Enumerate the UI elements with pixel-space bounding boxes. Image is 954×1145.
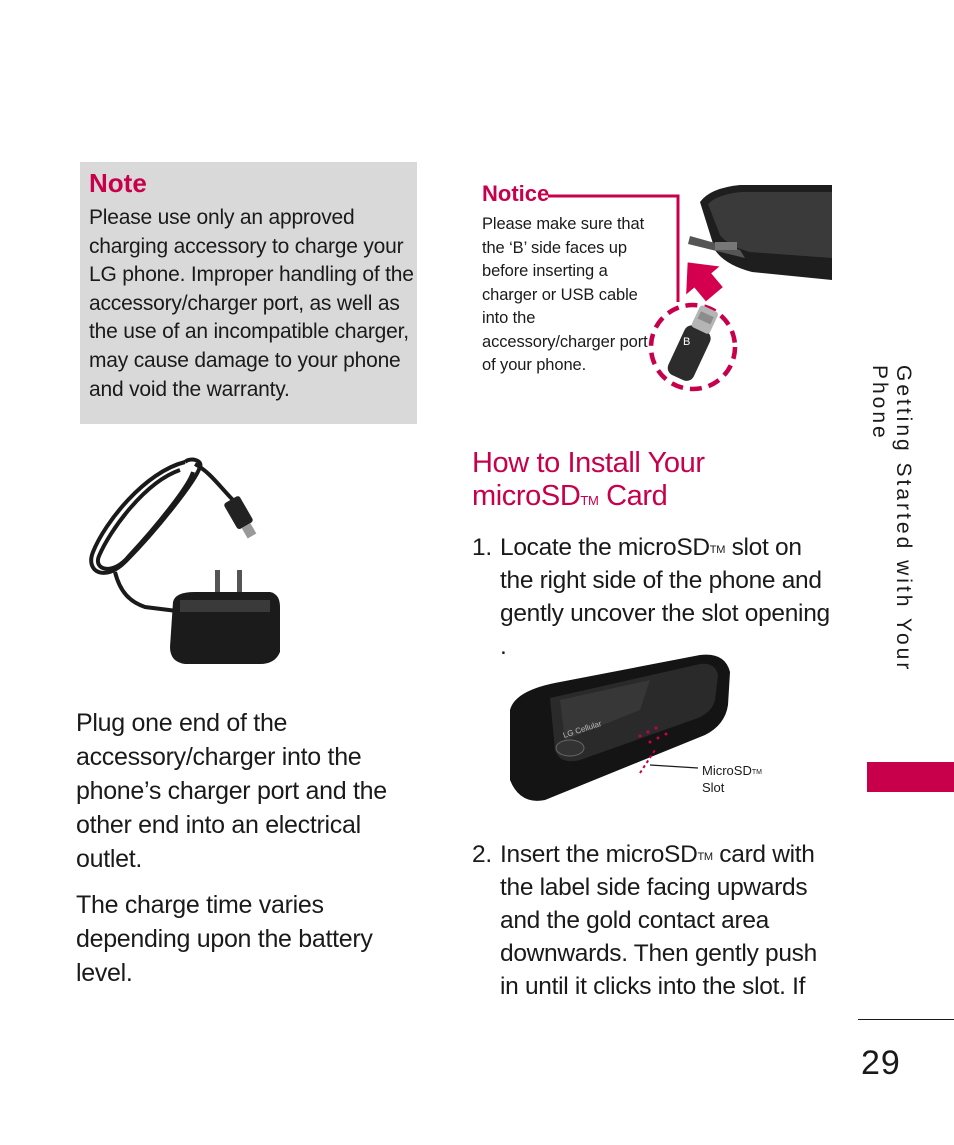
step-2: 2. Insert the microSDTM card with the la…	[472, 838, 832, 1003]
connector-letter: B	[683, 336, 690, 348]
callout-line	[548, 194, 680, 302]
charge-time-text: The charge time varies depending upon th…	[76, 891, 373, 987]
side-tab-label: Getting Started with Your Phone	[868, 365, 915, 673]
microsd-slot-label: MicroSDTM Slot	[702, 763, 762, 795]
page-number: 29	[861, 1044, 901, 1082]
note-title: Note	[89, 168, 147, 198]
insert-arrow-icon	[683, 260, 726, 305]
phone-image: LG Cellular	[510, 654, 730, 801]
step-text: Locate the microSDTM slot on the right s…	[500, 534, 830, 660]
step-text: Insert the microSDTM card with the label…	[500, 841, 817, 1000]
notice-body: Please make sure that the ‘B’ side faces…	[482, 215, 648, 374]
note-box	[80, 162, 417, 424]
plug-instructions: Plug one end of the accessory/charger in…	[76, 709, 387, 873]
step-1: 1. Locate the microSDTM slot on the righ…	[472, 531, 832, 663]
side-tab-marker	[867, 762, 954, 792]
step-number: 1.	[472, 534, 492, 561]
charger-image	[89, 457, 280, 664]
note-body: Please use only an approved charging acc…	[89, 206, 414, 401]
notice-title: Notice	[482, 181, 550, 206]
usb-connector-image	[667, 305, 718, 381]
step-number: 2.	[472, 841, 492, 868]
phone-edge-image	[688, 185, 832, 280]
notice-illustration: B	[548, 185, 832, 392]
connector-highlight-circle	[648, 302, 738, 392]
page-rule	[858, 1019, 954, 1020]
section-heading: How to Install Your microSDTM Card	[472, 447, 705, 512]
slot-callout-line	[649, 764, 699, 769]
